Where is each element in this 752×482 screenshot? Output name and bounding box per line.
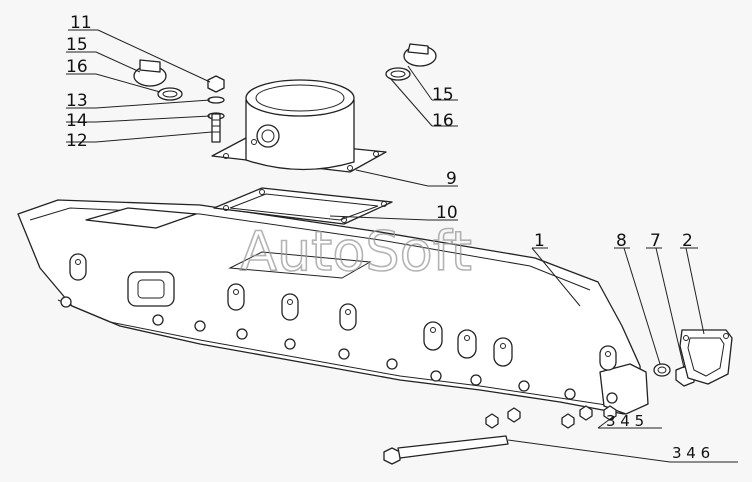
port-flange [457, 329, 477, 359]
callout-11: 11 [70, 13, 92, 33]
port-flange [339, 303, 357, 331]
callout-3-4-5: 3 4 5 [606, 412, 644, 430]
callout-2: 2 [682, 231, 693, 251]
exhaust-manifold-body [17, 199, 649, 415]
lower-fasteners [383, 405, 617, 465]
port-flange [127, 271, 175, 307]
top-cover-plate [85, 207, 197, 229]
seal-ring-16-left [157, 87, 183, 101]
exhaust-outlet-elbow [211, 79, 387, 173]
stud-12 [211, 113, 221, 143]
callout-13: 13 [66, 91, 88, 111]
callout-9: 9 [446, 169, 457, 189]
callout-16-right: 16 [432, 111, 454, 131]
watermark: AutoSoft [240, 220, 472, 283]
callout-15-left: 15 [66, 35, 88, 55]
callout-8: 8 [616, 231, 627, 251]
manifold-port-flanges [69, 253, 617, 371]
leader-lines [66, 29, 738, 463]
seal-ring-8 [653, 363, 671, 377]
manifold-bolt-bosses [60, 296, 618, 404]
callout-3-4-6: 3 4 6 [672, 444, 710, 462]
manifold-end-cap [599, 363, 649, 415]
nut-11 [207, 75, 225, 93]
callout-16-left: 16 [66, 57, 88, 77]
callout-labels: 11 15 16 13 14 12 15 16 9 10 1 8 7 2 3 4… [66, 13, 710, 462]
callout-1: 1 [534, 231, 545, 251]
seal-ring-16-right [385, 67, 411, 81]
port-flange [599, 345, 617, 371]
callout-15-right: 15 [432, 85, 454, 105]
cover-plate-2 [679, 329, 733, 385]
plug-15-left [133, 59, 167, 87]
port-flange [69, 253, 87, 281]
port-flange [423, 321, 443, 351]
outlet-gasket [213, 187, 393, 225]
port-flange [227, 283, 245, 311]
plug-15-right [403, 43, 437, 67]
washer-13 [207, 96, 225, 104]
callout-12: 12 [66, 131, 88, 151]
callout-7: 7 [650, 231, 661, 251]
callout-10: 10 [436, 203, 458, 223]
port-flange [281, 293, 299, 321]
port-flange [493, 337, 513, 367]
callout-14: 14 [66, 111, 88, 131]
